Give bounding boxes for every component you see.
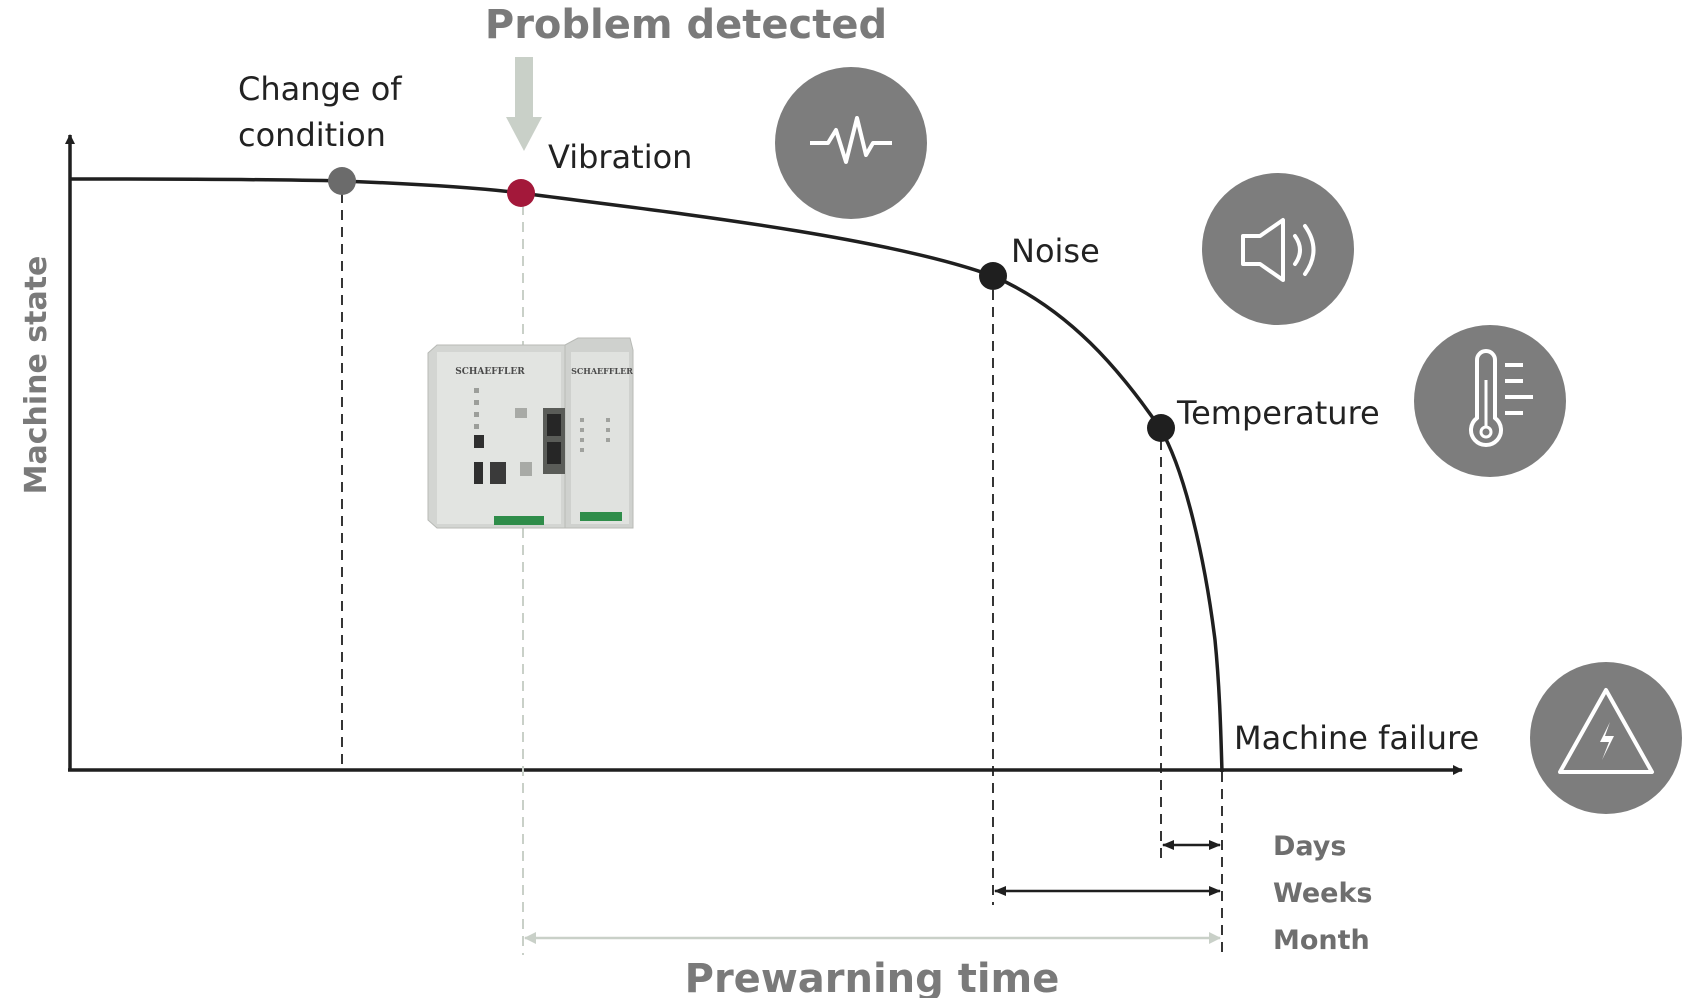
device-brand-right: SCHAEFFLER [571, 366, 633, 376]
temperature-label: Temperature [1176, 394, 1380, 432]
days-label: Days [1273, 831, 1346, 862]
machine-failure-label: Machine failure [1234, 719, 1479, 757]
problem-detected-arrow [506, 57, 542, 151]
change-of-condition-marker [328, 167, 356, 195]
vibration-label: Vibration [548, 138, 692, 176]
month-label: Month [1273, 925, 1370, 956]
weeks-label: Weeks [1273, 878, 1372, 909]
change-of-condition-label-line1: Change of [238, 70, 402, 108]
thermometer-icon [1414, 325, 1566, 477]
speaker-icon [1202, 173, 1354, 325]
device-brand-left: SCHAEFFLER [455, 367, 525, 377]
temperature-marker [1147, 414, 1175, 442]
vibration-icon [775, 67, 927, 219]
problem-detected-title: Problem detected [485, 2, 887, 48]
noise-label: Noise [1011, 232, 1100, 270]
change-of-condition-label-line2: condition [238, 116, 386, 154]
warning-icon [1530, 662, 1682, 814]
noise-marker [979, 262, 1007, 290]
vibration-marker [507, 179, 535, 207]
monitoring-device-image: SCHAEFFLER SCHAEFFLER [427, 337, 634, 529]
y-axis-label: Machine state [19, 256, 54, 495]
prewarning-time-label: Prewarning time [685, 956, 1060, 998]
